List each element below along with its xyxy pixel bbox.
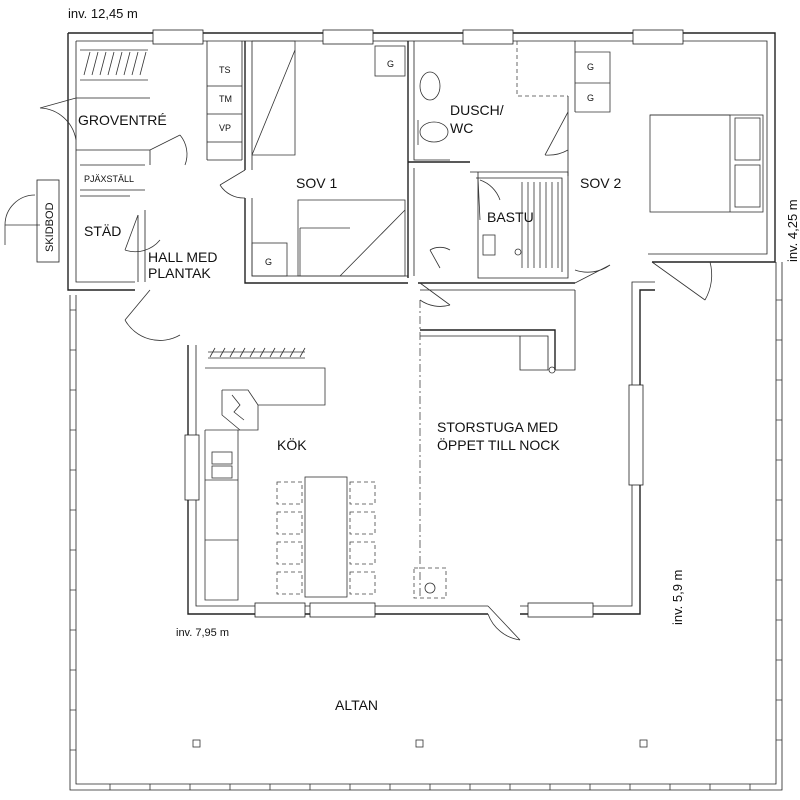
kitchen — [204, 347, 376, 601]
door — [419, 282, 451, 307]
chair — [276, 481, 303, 505]
sauna-stove — [514, 248, 522, 256]
door — [124, 214, 161, 253]
sov2-bed — [649, 114, 764, 213]
door — [149, 134, 188, 166]
window — [184, 434, 200, 501]
dining-table — [304, 476, 348, 598]
windows — [152, 29, 684, 618]
room-label-pjaxstall: PJÄXSTÄLL — [84, 174, 134, 184]
chair — [349, 511, 376, 535]
fixture-label-ts: TS — [219, 65, 231, 75]
door — [219, 169, 246, 199]
door — [574, 264, 611, 284]
fixture-label-tm: TM — [219, 94, 232, 104]
dimension-right-lower: inv. 5,9 m — [670, 570, 685, 625]
deck-post — [639, 739, 648, 748]
sink — [419, 121, 449, 143]
fixture-label-g: G — [587, 62, 594, 72]
door — [429, 246, 451, 269]
chair — [349, 481, 376, 505]
interior-walls — [76, 41, 576, 371]
door — [39, 97, 77, 141]
chair — [349, 571, 376, 595]
door — [124, 289, 181, 341]
living-room — [413, 300, 556, 599]
room-label-dusch-line1: DUSCH/ — [450, 102, 504, 118]
exterior-walls — [67, 32, 776, 615]
altan-deck — [36, 179, 783, 791]
room-label-storstuga-line2: ÖPPET TILL NOCK — [437, 436, 560, 453]
fixture-label-g: G — [387, 59, 394, 69]
double-bed — [649, 114, 764, 213]
chair — [276, 541, 303, 565]
fixture-label-g: G — [265, 257, 272, 267]
door — [4, 194, 40, 245]
fixture-label-g: G — [587, 93, 594, 103]
window — [254, 602, 306, 618]
fixture-label-vp: VP — [219, 123, 231, 133]
room-label-stad: STÄD — [84, 223, 121, 239]
chair — [349, 541, 376, 565]
window — [309, 602, 376, 618]
door — [651, 261, 713, 301]
wardrobe-hatching — [80, 49, 148, 81]
room-label-storstuga-line1: STORSTUGA MED — [437, 419, 558, 435]
door — [487, 605, 521, 641]
room-label-sov2: SOV 2 — [580, 175, 621, 191]
room-label-kok: KÖK — [277, 436, 307, 453]
toilet — [419, 71, 441, 101]
room-label-bastu: BASTU — [487, 209, 534, 225]
chair — [276, 511, 303, 535]
skidbod — [36, 179, 60, 263]
chair — [276, 571, 303, 595]
bathroom-fixtures — [417, 41, 611, 145]
room-label-hall-line2: PLANTAK — [148, 265, 211, 281]
sauna-benches — [482, 182, 559, 268]
room-label-dusch-line2: WC — [450, 120, 473, 136]
doors — [4, 97, 713, 641]
dimension-bottom-left: inv. 7,95 m — [176, 627, 229, 639]
room-label-altan: ALTAN — [335, 697, 378, 713]
window — [628, 384, 644, 486]
window — [152, 29, 204, 45]
dimension-top: inv. 12,45 m — [68, 6, 138, 21]
stove — [413, 567, 447, 599]
window — [322, 29, 374, 45]
deck-post — [415, 739, 424, 748]
deck-post — [192, 739, 201, 748]
door — [477, 177, 501, 221]
sov1-furniture — [251, 40, 406, 277]
room-label-hall-line1: HALL MED — [148, 249, 218, 265]
window — [462, 29, 514, 45]
room-label-groventre: GROVENTRÉ — [78, 112, 167, 128]
window — [527, 602, 594, 618]
dimension-right: inv. 4,25 m — [785, 199, 800, 262]
room-label-skidbod: SKIDBOD — [44, 202, 56, 252]
door — [544, 111, 569, 156]
window — [632, 29, 684, 45]
room-label-sov1: SOV 1 — [296, 175, 337, 191]
